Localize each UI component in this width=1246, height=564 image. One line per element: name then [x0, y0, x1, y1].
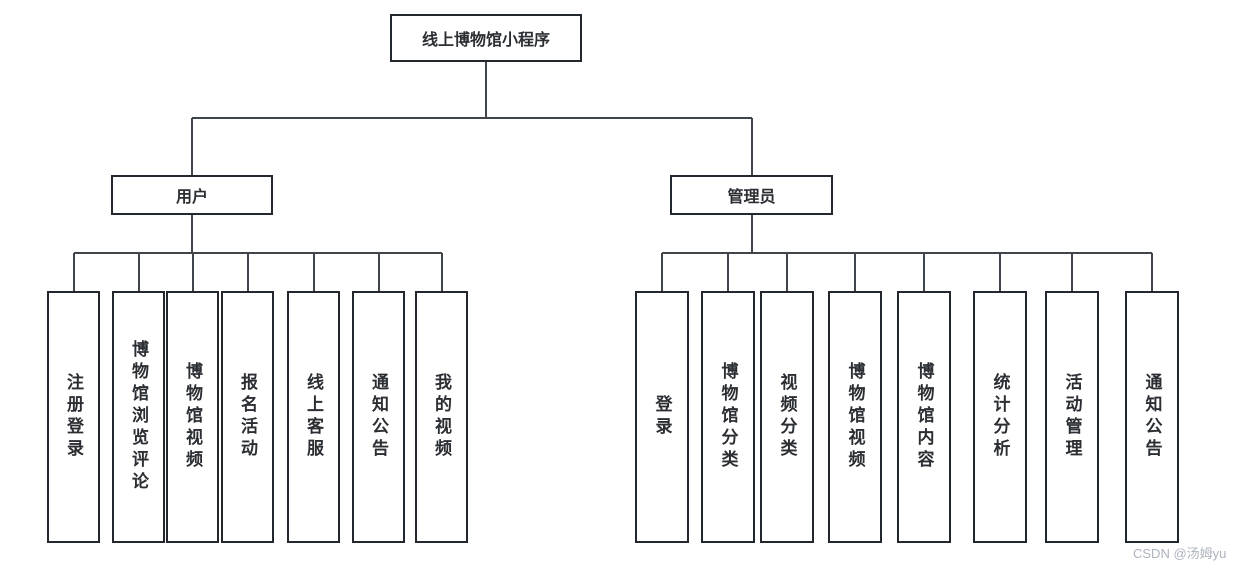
- node-admin-role: 管理员: [670, 175, 833, 215]
- node-admin-label: 管理员: [727, 189, 776, 206]
- node-admin-stats-analysis: 统计分析: [973, 291, 1027, 543]
- node-user-register-login: 注册登录: [47, 291, 100, 543]
- node-user-activity-signup: 报名活动: [221, 291, 274, 543]
- node-user-label: 用户: [175, 189, 208, 206]
- node-user-my-video: 我的视频: [415, 291, 468, 543]
- node-admin-video-category: 视频分类: [760, 291, 814, 543]
- csdn-watermark: CSDN @汤姆yu: [1133, 546, 1227, 561]
- node-user-notice-announcement: 通知公告: [352, 291, 405, 543]
- node-admin-museum-content: 博物馆内容: [897, 291, 951, 543]
- node-admin-activity-management: 活动管理: [1045, 291, 1099, 543]
- node-user-museum-video: 博物馆视频: [166, 291, 219, 543]
- node-admin-notice-announcement: 通知公告: [1125, 291, 1179, 543]
- node-user-online-service: 线上客服: [287, 291, 340, 543]
- node-user-museum-browse-comment: 博物馆浏览评论: [112, 291, 165, 543]
- node-user-role: 用户: [111, 175, 273, 215]
- node-admin-museum-video: 博物馆视频: [828, 291, 882, 543]
- node-admin-login: 登录: [635, 291, 689, 543]
- node-root-label: 线上博物馆小程序: [421, 32, 550, 49]
- node-root-mini-program: 线上博物馆小程序: [390, 14, 582, 62]
- node-admin-museum-category: 博物馆分类: [701, 291, 755, 543]
